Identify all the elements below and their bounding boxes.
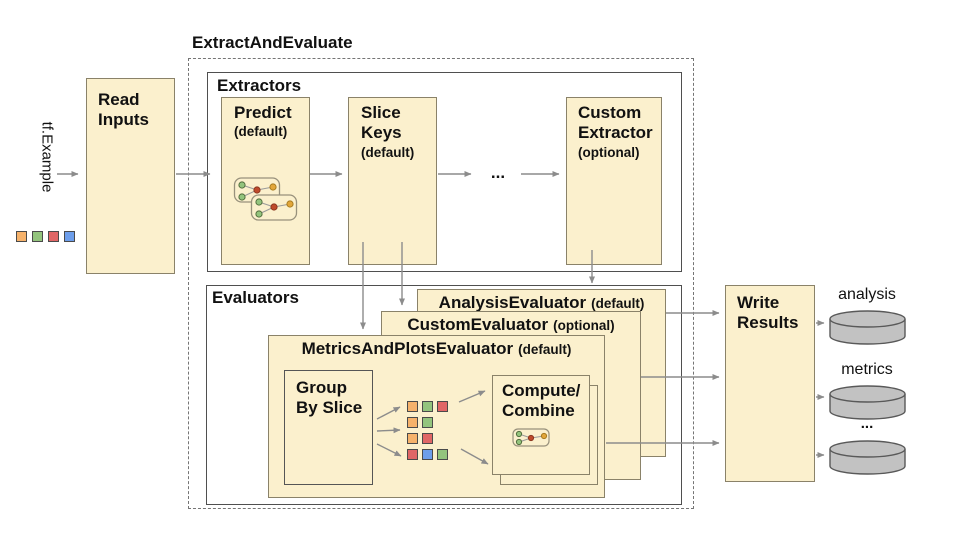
square-orange: [407, 401, 418, 412]
read-inputs-box: [86, 78, 175, 274]
metrics-and-plots-evaluator-sublabel: (default): [518, 342, 572, 357]
extract-and-evaluate-container: [188, 58, 694, 509]
compute-combine-box: [492, 375, 590, 475]
write-results-box: [725, 285, 815, 482]
diagram-title: ExtractAndEvaluate: [192, 33, 353, 52]
more-database-icon: [829, 440, 906, 475]
metrics-database-icon: [829, 385, 906, 420]
slice-keys-label: Slice Keys: [361, 103, 402, 143]
slice-grid: [407, 401, 448, 465]
predict-label: Predict: [234, 103, 292, 122]
square-blue: [422, 449, 433, 460]
predict-sublabel: (default): [234, 124, 288, 139]
square-green: [422, 417, 433, 428]
slice-keys-box: [348, 97, 437, 265]
analysis-evaluator-label: AnalysisEvaluator: [438, 293, 587, 312]
slice-grid-row: [407, 401, 448, 412]
square-red: [407, 449, 418, 460]
read-inputs-label: Read Inputs: [98, 90, 149, 130]
slice-grid-row: [407, 433, 448, 444]
extractors-title: Extractors: [217, 76, 302, 95]
slice-grid-row: [407, 417, 448, 428]
square-green: [422, 401, 433, 412]
group-by-slice-label: Group By Slice: [296, 378, 363, 418]
write-results-label: Write Results: [737, 293, 799, 333]
slice-grid-row: [407, 449, 448, 460]
group-by-slice-box: [284, 370, 373, 485]
square-red: [48, 231, 59, 242]
square-orange: [407, 417, 418, 428]
square-red: [422, 433, 433, 444]
evaluators-container: [206, 285, 682, 505]
input-legend: [16, 231, 75, 242]
square-orange: [407, 433, 418, 444]
predict-model-icon: [233, 177, 298, 221]
analysis-evaluator-title: AnalysisEvaluator (default): [417, 293, 666, 313]
square-red: [437, 401, 448, 412]
compute-combine-model-icon: [512, 428, 550, 447]
square-orange: [16, 231, 27, 242]
square-blue: [64, 231, 75, 242]
metrics-and-plots-evaluator-label: MetricsAndPlotsEvaluator: [301, 339, 514, 358]
custom-extractor-sublabel: (optional): [578, 145, 640, 160]
analysis-evaluator-sublabel: (default): [591, 296, 645, 311]
custom-extractor-box: [566, 97, 662, 265]
compute-combine-label: Compute/ Combine: [502, 381, 581, 421]
custom-evaluator-sublabel: (optional): [553, 318, 615, 333]
custom-extractor-label: Custom Extractor: [578, 103, 653, 143]
square-green: [437, 449, 448, 460]
output-analysis-label: analysis: [838, 286, 896, 303]
custom-evaluator-label: CustomEvaluator: [407, 315, 549, 334]
output-metrics-label: metrics: [841, 361, 893, 378]
analysis-database-icon: [829, 310, 906, 345]
metrics-and-plots-evaluator-title: MetricsAndPlotsEvaluator (default): [268, 339, 605, 359]
extractors-ellipsis: ...: [490, 163, 506, 182]
evaluators-title: Evaluators: [212, 288, 299, 307]
custom-evaluator-title: CustomEvaluator (optional): [381, 315, 641, 335]
slice-keys-sublabel: (default): [361, 145, 415, 160]
output-more-label: ...: [860, 415, 874, 432]
square-green: [32, 231, 43, 242]
input-label: tf.Example: [38, 121, 56, 193]
